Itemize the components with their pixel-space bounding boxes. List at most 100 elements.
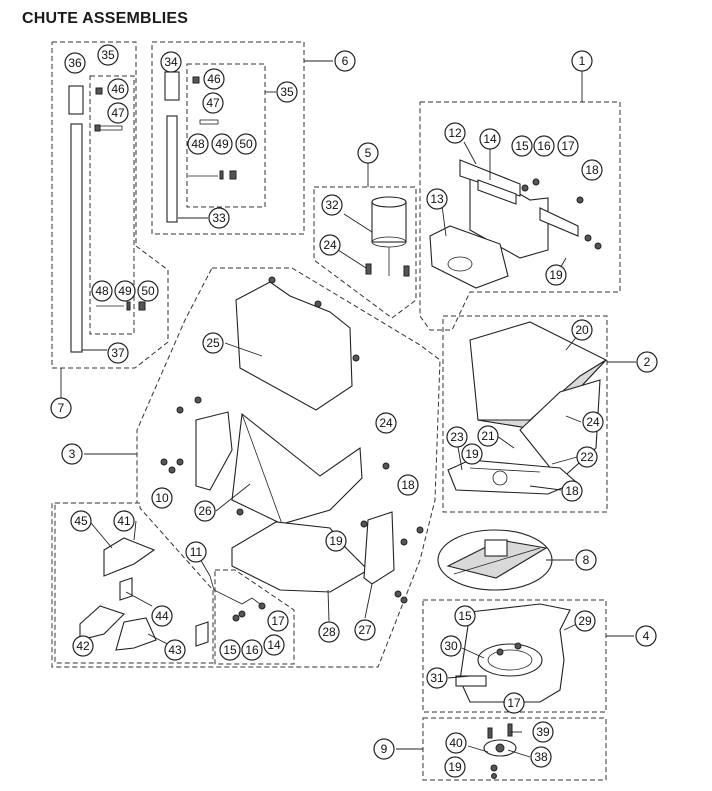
svg-text:39: 39 — [536, 725, 550, 739]
callout-40: 40 — [445, 732, 467, 754]
svg-text:17: 17 — [561, 139, 575, 153]
svg-text:50: 50 — [239, 137, 253, 151]
svg-text:6: 6 — [342, 54, 349, 68]
upper-chute-panel-part — [235, 276, 360, 411]
callout-22: 22 — [576, 446, 598, 468]
callout-31: 31 — [426, 667, 448, 689]
callout-23: 23 — [446, 426, 468, 448]
callout-4: 4 — [635, 625, 657, 647]
callout-17a: 17 — [557, 135, 579, 157]
svg-text:14: 14 — [483, 132, 497, 146]
callout-20: 20 — [571, 319, 593, 341]
callout-46b: 46 — [203, 68, 225, 90]
svg-text:18: 18 — [585, 163, 599, 177]
pin-47-right — [199, 119, 219, 125]
nut-50-left — [138, 301, 146, 311]
callout-18b: 18 — [397, 474, 419, 496]
svg-text:24: 24 — [586, 415, 600, 429]
svg-text:50: 50 — [141, 284, 155, 298]
callout-38: 38 — [530, 746, 552, 768]
callout-24c: 24 — [582, 411, 604, 433]
svg-text:1: 1 — [579, 54, 586, 68]
svg-text:18: 18 — [401, 478, 415, 492]
callout-45: 45 — [70, 510, 92, 532]
svg-text:14: 14 — [267, 638, 281, 652]
callout-42: 42 — [72, 635, 94, 657]
svg-text:26: 26 — [198, 504, 212, 518]
tube-cap-part — [68, 85, 84, 115]
svg-text:47: 47 — [111, 106, 125, 120]
group-10-outline — [54, 502, 214, 664]
callout-3: 3 — [61, 443, 83, 465]
chute-side-left-part — [195, 411, 233, 491]
callout-35b: 35 — [276, 81, 298, 103]
svg-text:19: 19 — [465, 447, 479, 461]
svg-text:49: 49 — [118, 284, 132, 298]
callout-13: 13 — [426, 188, 448, 210]
clip-49-right — [219, 170, 224, 180]
svg-text:11: 11 — [190, 545, 203, 559]
svg-text:10: 10 — [155, 491, 169, 505]
spinner-plate-part — [455, 603, 571, 703]
callout-8: 8 — [575, 549, 597, 571]
motor-part — [365, 196, 410, 277]
callout-5: 5 — [357, 142, 379, 164]
callout-24a: 24 — [319, 234, 341, 256]
callout-37: 37 — [107, 342, 129, 364]
svg-text:24: 24 — [379, 416, 393, 430]
svg-text:7: 7 — [58, 401, 65, 415]
callout-19d: 19 — [444, 756, 466, 778]
callout-27: 27 — [354, 619, 376, 641]
bolt-46-right — [192, 76, 200, 84]
svg-text:27: 27 — [358, 623, 372, 637]
callout-44: 44 — [151, 605, 173, 627]
group-6-outline — [151, 41, 305, 235]
callout-19a: 19 — [545, 264, 567, 286]
short-tube-part — [166, 115, 178, 223]
svg-text:46: 46 — [207, 72, 221, 86]
svg-text:31: 31 — [430, 671, 444, 685]
svg-text:8: 8 — [583, 553, 590, 567]
svg-text:19: 19 — [448, 760, 462, 774]
callout-35a: 35 — [97, 44, 119, 66]
callout-30: 30 — [440, 635, 462, 657]
group-11-outline — [214, 569, 295, 665]
svg-text:3: 3 — [69, 447, 76, 461]
svg-text:19: 19 — [549, 268, 563, 282]
svg-text:32: 32 — [325, 198, 339, 212]
svg-text:34: 34 — [164, 55, 178, 69]
group-2-outline — [442, 315, 608, 513]
callout-1: 1 — [571, 50, 593, 72]
chute-hardware — [160, 396, 424, 604]
callout-47a: 47 — [107, 102, 129, 124]
callout-15c: 15 — [454, 605, 476, 627]
callout-21: 21 — [477, 425, 499, 447]
svg-text:30: 30 — [444, 639, 458, 653]
callout-29: 29 — [574, 610, 596, 632]
svg-text:15: 15 — [223, 643, 237, 657]
svg-text:5: 5 — [365, 146, 372, 160]
callout-7: 7 — [50, 397, 72, 419]
callout-9: 9 — [373, 738, 395, 760]
callout-34: 34 — [160, 51, 182, 73]
callout-28: 28 — [318, 621, 340, 643]
group-3-outline — [51, 267, 441, 668]
svg-text:48: 48 — [95, 284, 109, 298]
deflector-disk-part — [437, 529, 553, 591]
svg-text:21: 21 — [481, 429, 495, 443]
svg-text:33: 33 — [212, 211, 226, 225]
svg-text:49: 49 — [215, 137, 229, 151]
group-1-outline — [419, 101, 621, 331]
callout-18a: 18 — [581, 159, 603, 181]
callout-19b: 19 — [461, 443, 483, 465]
svg-text:38: 38 — [534, 750, 548, 764]
chute-body-part — [231, 412, 363, 525]
clip-49-left — [126, 301, 131, 311]
callout-50a: 50 — [137, 280, 159, 302]
svg-text:17: 17 — [271, 614, 285, 628]
svg-text:16: 16 — [537, 139, 551, 153]
callout-47b: 47 — [202, 92, 224, 114]
callout-14b: 14 — [263, 634, 285, 656]
svg-text:9: 9 — [381, 742, 388, 756]
